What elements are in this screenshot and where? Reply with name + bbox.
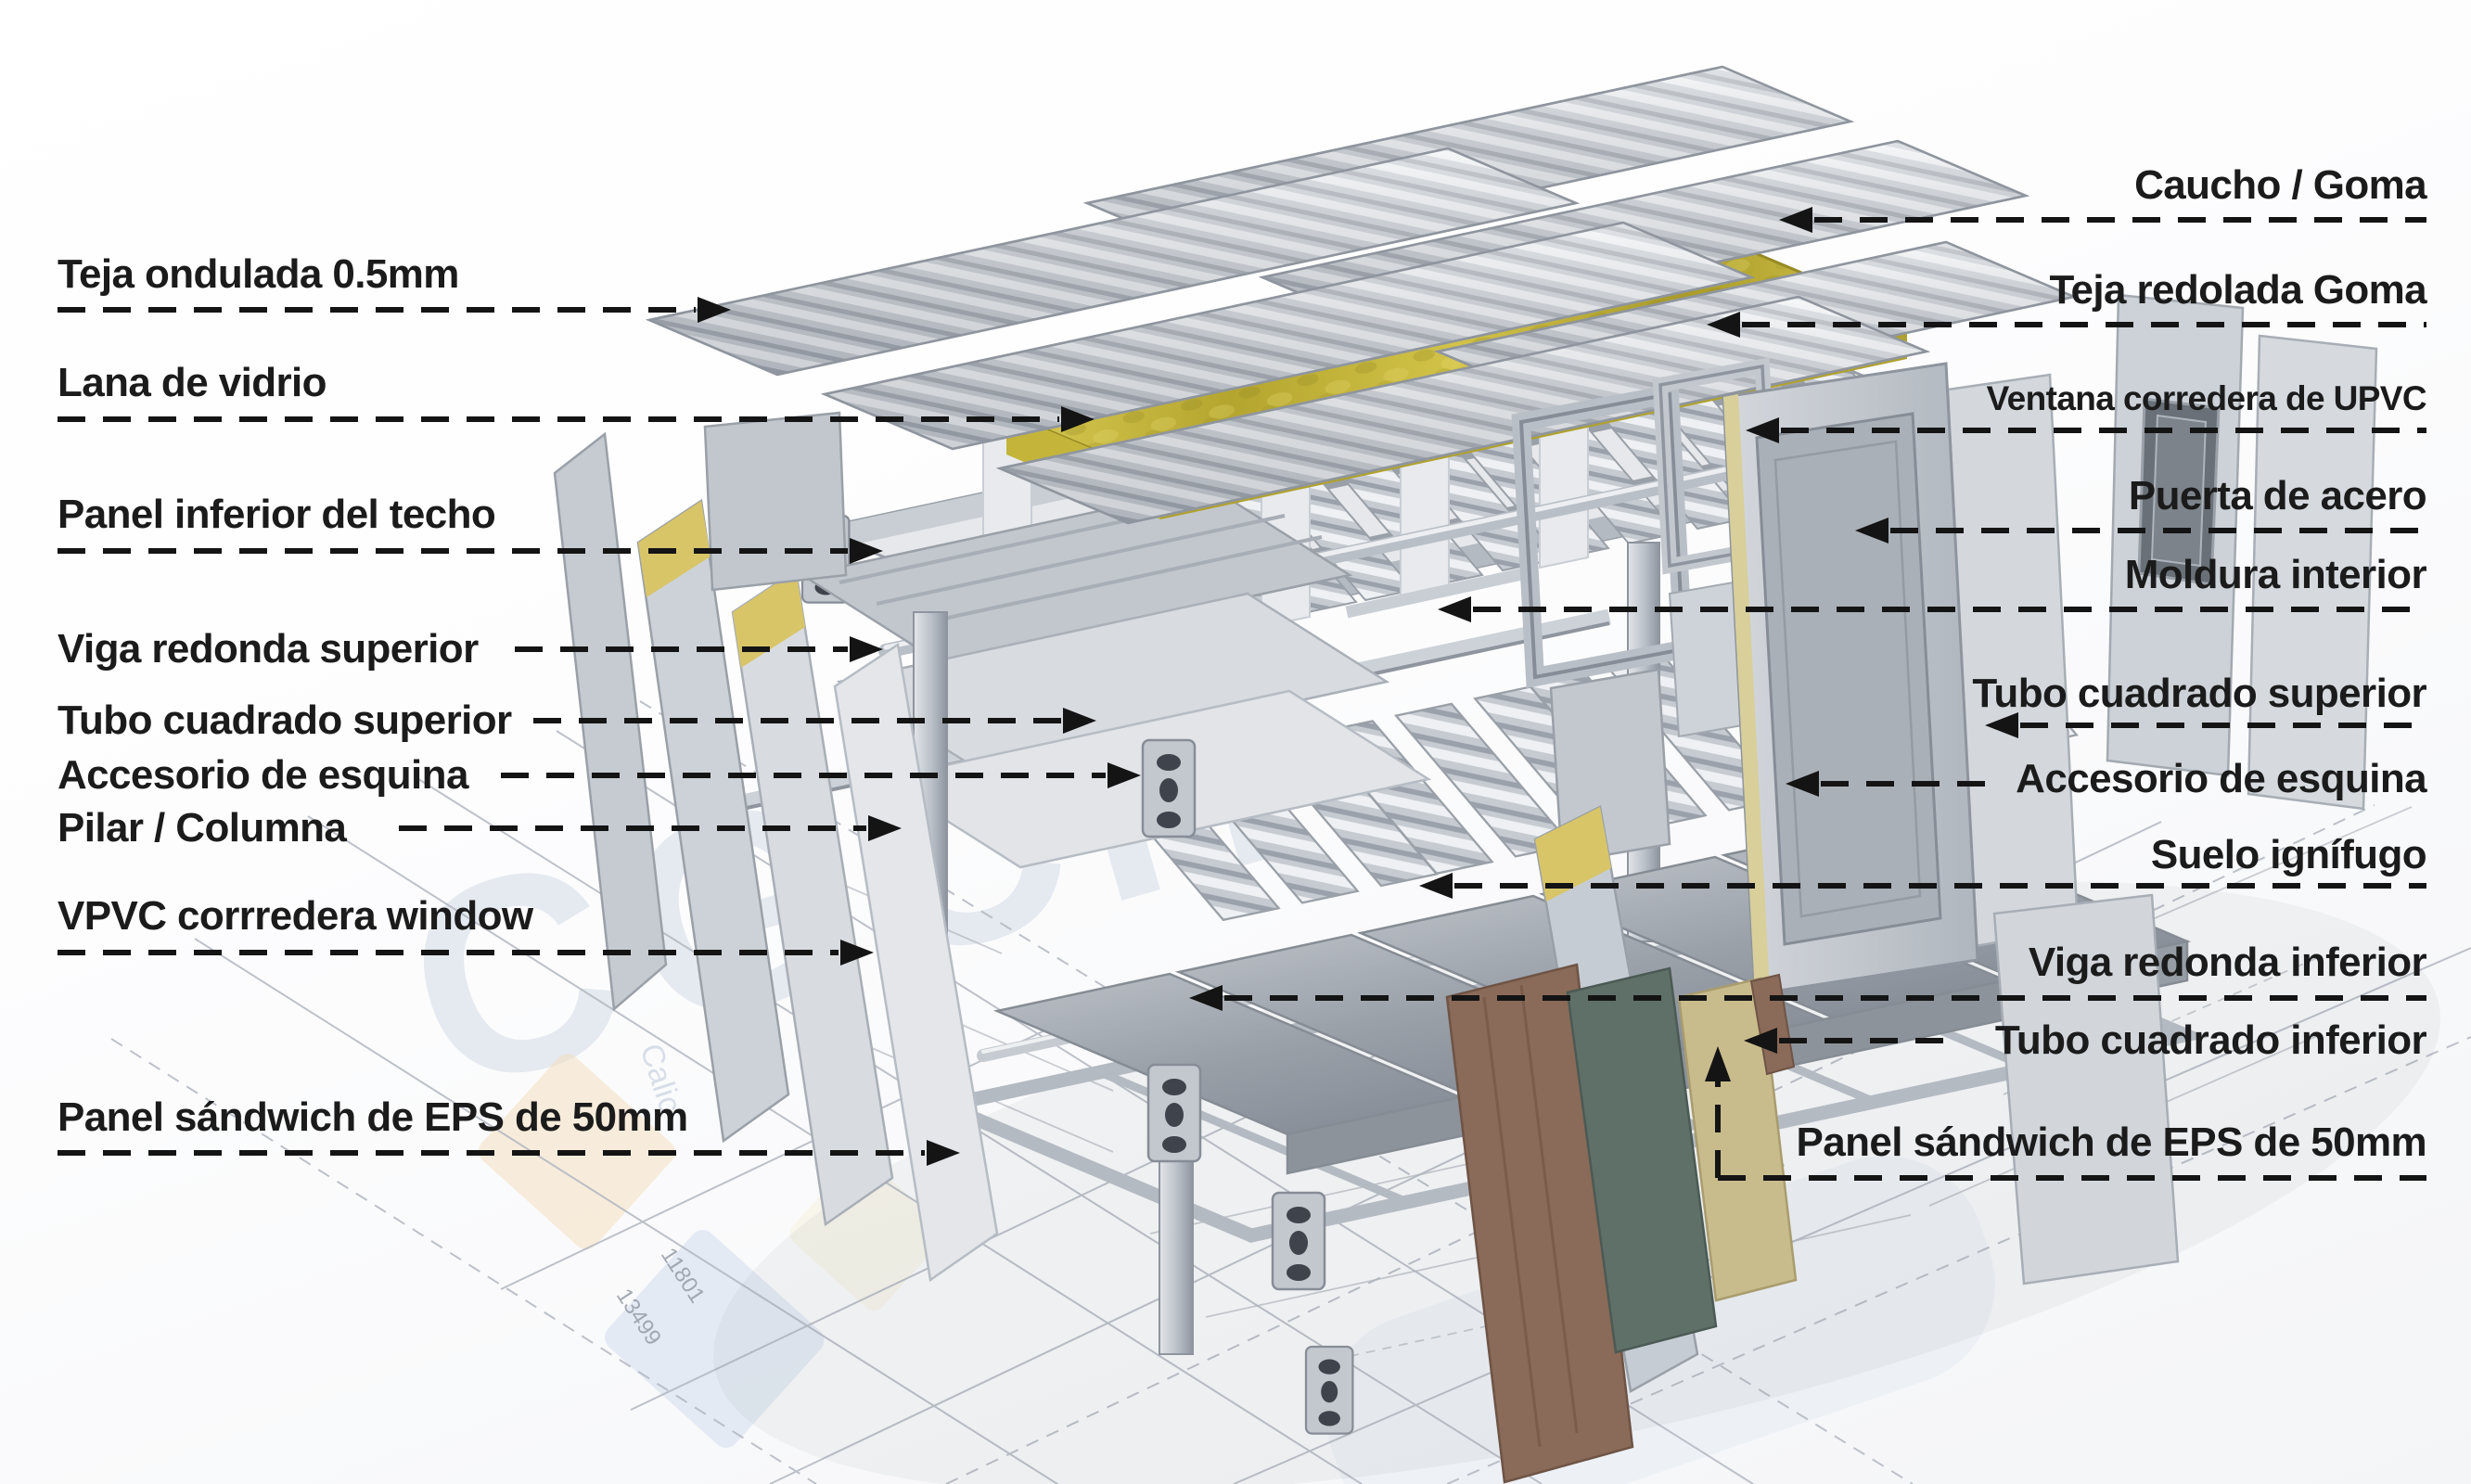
label-moldura-interior: Moldura interior <box>2124 552 2427 597</box>
corner-fitting-floor-west <box>1146 1063 1202 1163</box>
label-ventana-corredera-upvc: Ventana corredera de UPVC <box>1986 379 2427 417</box>
label-tubo-cuadrado-inferior: Tubo cuadrado inferior <box>1994 1017 2427 1063</box>
door-leaf <box>1755 412 1942 946</box>
label-caucho-goma: Caucho / Goma <box>2134 162 2427 208</box>
rear-wall-panels <box>2106 293 2378 811</box>
label-accesorio-esquina-d: Accesorio de esquina <box>2016 756 2426 801</box>
panel-white <box>833 642 999 1283</box>
panel-eps <box>731 568 894 1227</box>
corrugated-sheet <box>820 221 1756 451</box>
left-wall-panels <box>553 411 999 1283</box>
label-puerta-de-acero: Puerta de acero <box>2128 473 2427 518</box>
leader-arrowheads <box>698 207 2018 1166</box>
corner-fitting-floor-front <box>1304 1345 1354 1435</box>
panel-teal <box>1566 966 1718 1354</box>
label-suelo-ignifugo: Suelo ignífugo <box>2150 832 2427 877</box>
corner-fitting-left <box>1141 738 1197 838</box>
label-panel-sandwich-eps: Panel sándwich de EPS de 50mm <box>58 1094 688 1140</box>
right-wall-panels <box>1445 805 2180 1484</box>
label-tubo-cuadrado-superior-d: Tubo cuadrado superior <box>1972 671 2426 716</box>
label-panel-sandwich-eps-d: Panel sándwich de EPS de 50mm <box>1796 1119 2426 1165</box>
label-teja-redolada-goma: Teja redolada Goma <box>2049 267 2426 313</box>
corner-fitting-floor-south <box>1271 1191 1326 1291</box>
corrugated-sheet <box>995 295 1931 525</box>
panel-eps <box>636 498 790 1144</box>
label-panel-inferior-techo: Panel inferior del techo <box>58 492 496 537</box>
label-teja-ondulada: Teja ondulada 0.5mm <box>58 251 459 297</box>
panel-small-gray <box>703 411 848 592</box>
panel-gray-right <box>1992 893 2180 1286</box>
interior-molding-strip <box>1345 567 1528 619</box>
corrugated-roof-sheets <box>645 65 2079 525</box>
label-lana-de-vidrio: Lana de vidrio <box>58 360 326 405</box>
watermark-blue-diamond <box>605 1230 825 1448</box>
label-accesorio-esquina: Accesorio de esquina <box>58 752 468 798</box>
leader-lines <box>58 217 2426 1181</box>
label-pilar-columna: Pilar / Columna <box>58 805 347 851</box>
corrugated-sheet <box>645 147 1581 377</box>
steel-door <box>1722 362 2080 996</box>
label-vpvc-corredera: VPVC corrredera window <box>58 893 533 939</box>
label-viga-redonda-superior: Viga redonda superior <box>58 626 479 672</box>
label-viga-redonda-inferior: Viga redonda inferior <box>2028 940 2427 985</box>
label-tubo-cuadrado-superior: Tubo cuadrado superior <box>58 697 512 743</box>
